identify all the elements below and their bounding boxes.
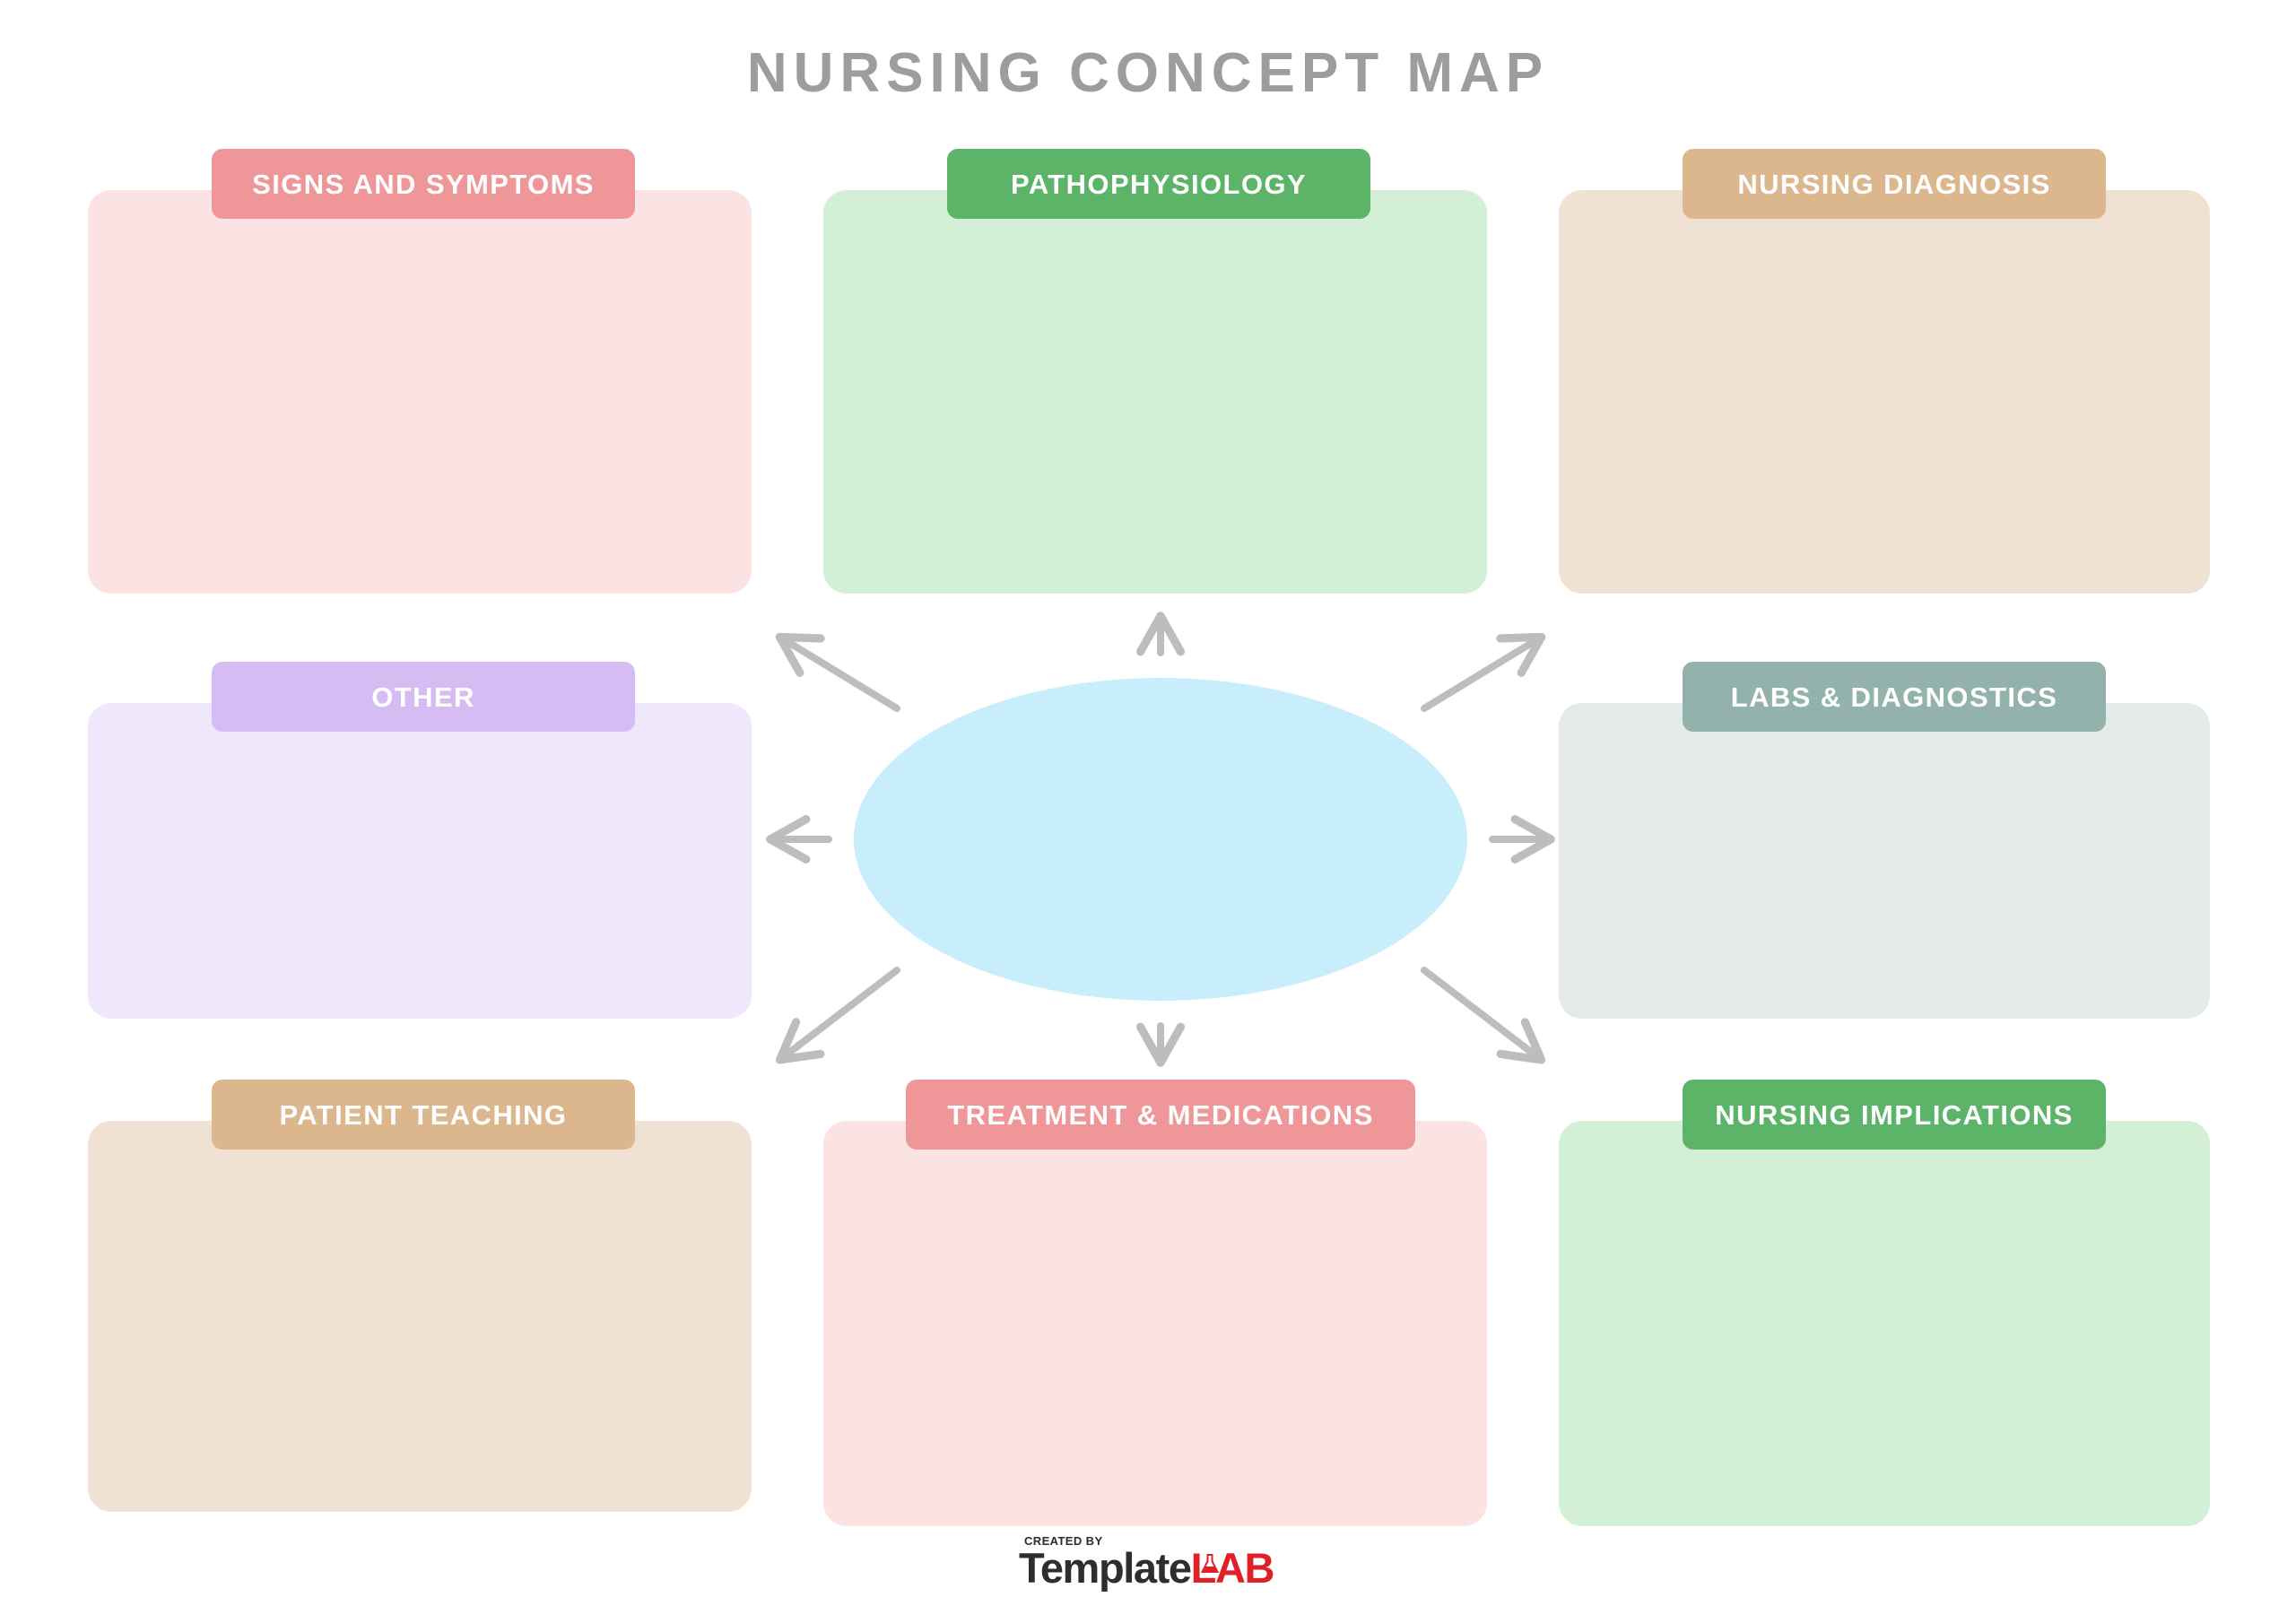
panel-nursing-implications[interactable] xyxy=(1559,1121,2210,1526)
arrow-down-right xyxy=(1421,967,1546,1064)
panel-other[interactable] xyxy=(88,703,752,1019)
tab-labs-and-diagnostics[interactable]: LABS & DIAGNOSTICS xyxy=(1683,662,2106,732)
logo-template-text: Template xyxy=(1019,1544,1192,1592)
tab-nursing-diagnosis[interactable]: NURSING DIAGNOSIS xyxy=(1683,149,2106,219)
page-title: NURSING CONCEPT MAP xyxy=(746,42,1550,104)
flask-icon xyxy=(1200,1554,1220,1573)
tab-label-pathophysiology: PATHOPHYSIOLOGY xyxy=(1011,168,1307,200)
panel-labs-and-diagnostics[interactable] xyxy=(1559,703,2210,1019)
templatelab-logo[interactable]: CREATED BY TemplateLAB xyxy=(1019,1535,1279,1601)
arrow-up-right xyxy=(1421,632,1546,712)
tab-nursing-implications[interactable]: NURSING IMPLICATIONS xyxy=(1683,1080,2106,1150)
tab-label-patient-teaching: PATIENT TEACHING xyxy=(279,1098,568,1131)
tab-signs-and-symptoms[interactable]: SIGNS AND SYMPTOMS xyxy=(212,149,635,219)
panel-patient-teaching[interactable] xyxy=(88,1121,752,1512)
logo-wordmark: TemplateLAB xyxy=(1019,1547,1274,1589)
arrow-up-left xyxy=(775,632,900,712)
tab-other[interactable]: OTHER xyxy=(212,662,635,732)
tab-label-other: OTHER xyxy=(371,681,475,713)
panel-signs-and-symptoms[interactable] xyxy=(88,190,752,594)
tab-label-nursing-diagnosis: NURSING DIAGNOSIS xyxy=(1737,168,2051,200)
panel-nursing-diagnosis[interactable] xyxy=(1559,190,2210,594)
tab-label-treatment-and-medications: TREATMENT & MEDICATIONS xyxy=(947,1098,1374,1131)
tab-treatment-and-medications[interactable]: TREATMENT & MEDICATIONS xyxy=(906,1080,1415,1150)
central-topic-ellipse[interactable] xyxy=(854,678,1467,1001)
tab-label-signs-and-symptoms: SIGNS AND SYMPTOMS xyxy=(252,168,595,200)
tab-pathophysiology[interactable]: PATHOPHYSIOLOGY xyxy=(947,149,1370,219)
tab-patient-teaching[interactable]: PATIENT TEACHING xyxy=(212,1080,635,1150)
tab-label-labs-and-diagnostics: LABS & DIAGNOSTICS xyxy=(1730,681,2058,713)
panel-pathophysiology[interactable] xyxy=(823,190,1487,594)
tab-label-nursing-implications: NURSING IMPLICATIONS xyxy=(1715,1098,2074,1131)
panel-treatment-and-medications[interactable] xyxy=(823,1121,1487,1526)
arrow-down-left xyxy=(775,967,900,1064)
created-by-label: CREATED BY xyxy=(1024,1534,1103,1548)
